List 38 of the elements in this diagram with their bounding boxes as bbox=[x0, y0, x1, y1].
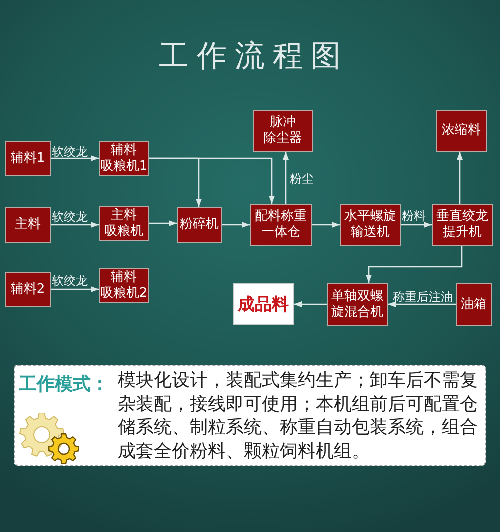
process-box: 辅料吸粮机1 bbox=[99, 141, 149, 176]
process-box: 脉冲除尘器 bbox=[253, 110, 313, 152]
arrow bbox=[149, 158, 275, 204]
heading: 工作模式： bbox=[19, 374, 109, 396]
process-box: 单轴双螺旋混合机 bbox=[327, 283, 388, 326]
edge-label: 粉尘 bbox=[290, 173, 314, 187]
arrow bbox=[51, 156, 99, 162]
process-box: 主料 bbox=[5, 207, 51, 243]
process-box: 辅料2 bbox=[5, 272, 51, 307]
process-box: 粉碎机 bbox=[177, 207, 222, 243]
result-box: 成品料 bbox=[233, 283, 294, 325]
process-box: 辅料1 bbox=[5, 141, 51, 176]
process-box: 浓缩料 bbox=[436, 110, 487, 152]
arrow bbox=[222, 222, 250, 228]
process-box: 水平螺旋输送机 bbox=[340, 204, 401, 246]
arrow bbox=[149, 220, 177, 226]
arrow bbox=[366, 246, 463, 283]
edge-label: 软绞龙 bbox=[52, 211, 88, 225]
arrow bbox=[51, 286, 99, 292]
process-box: 主料吸粮机 bbox=[99, 206, 149, 241]
arrow bbox=[457, 152, 463, 204]
process-box: 垂直绞龙提升机 bbox=[432, 204, 493, 246]
title: 工作流程图 bbox=[158, 40, 349, 74]
arrow bbox=[388, 302, 456, 308]
arrow bbox=[401, 222, 432, 228]
edge-label: 软绞龙 bbox=[52, 146, 88, 160]
paragraph: 模块化设计，装配式集约生产；卸车后不需复杂装配，接线即可使用；本机组前后可配置仓储系统、制粒系统、称重自动包装系统，组合成套全价粉料、颗粒饲料机组。 bbox=[118, 369, 479, 463]
arrow bbox=[283, 152, 289, 204]
arrow bbox=[312, 222, 340, 228]
process-box: 油箱 bbox=[456, 283, 492, 326]
process-box: 配料称重一体仓 bbox=[250, 204, 312, 246]
edge-label: 称重后注油 bbox=[393, 291, 453, 305]
arrow bbox=[51, 222, 99, 228]
arrow bbox=[294, 302, 327, 308]
edge-label: 粉料 bbox=[402, 210, 426, 224]
info-panel bbox=[14, 365, 486, 466]
edge-label: 软绞龙 bbox=[52, 275, 88, 289]
process-box: 辅料吸粮机2 bbox=[99, 268, 149, 303]
